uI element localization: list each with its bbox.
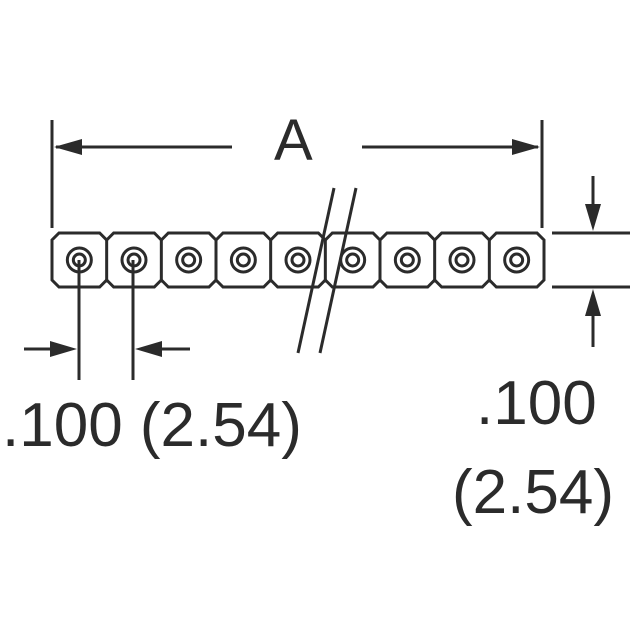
- dim-a-arrow-right: [512, 139, 540, 155]
- pin-hole-inner: [509, 252, 525, 268]
- row-height-label-inches: .100: [476, 369, 597, 438]
- pin-hole-inner: [399, 252, 415, 268]
- pitch-arrow-left: [50, 341, 77, 357]
- row-height-label-mm: (2.54): [452, 458, 614, 527]
- dim-a-arrow-left: [54, 139, 82, 155]
- pin-hole-outer: [229, 246, 257, 274]
- pin-hole-inner: [454, 252, 470, 268]
- pin-hole-outer: [284, 246, 312, 274]
- pin-hole-outer: [393, 246, 421, 274]
- dimension-label-a: A: [274, 108, 313, 173]
- pin-hole-inner: [181, 252, 197, 268]
- pin-hole-inner: [290, 252, 306, 268]
- break-mark-left: [296, 187, 336, 354]
- break-mark-right: [318, 187, 358, 354]
- pitch-arrow-right: [135, 341, 162, 357]
- pitch-dimension-label: .100 (2.54): [2, 391, 302, 460]
- pin-hole-outer: [175, 246, 203, 274]
- height-arrow-top: [585, 204, 601, 231]
- pin-hole-outer: [448, 246, 476, 274]
- pin-hole-inner: [345, 252, 361, 268]
- connector-body: [50, 231, 546, 289]
- pin-hole-inner: [235, 252, 251, 268]
- pin-hole-outer: [503, 246, 531, 274]
- height-arrow-bottom: [585, 289, 601, 316]
- connector-outline: [50, 231, 546, 289]
